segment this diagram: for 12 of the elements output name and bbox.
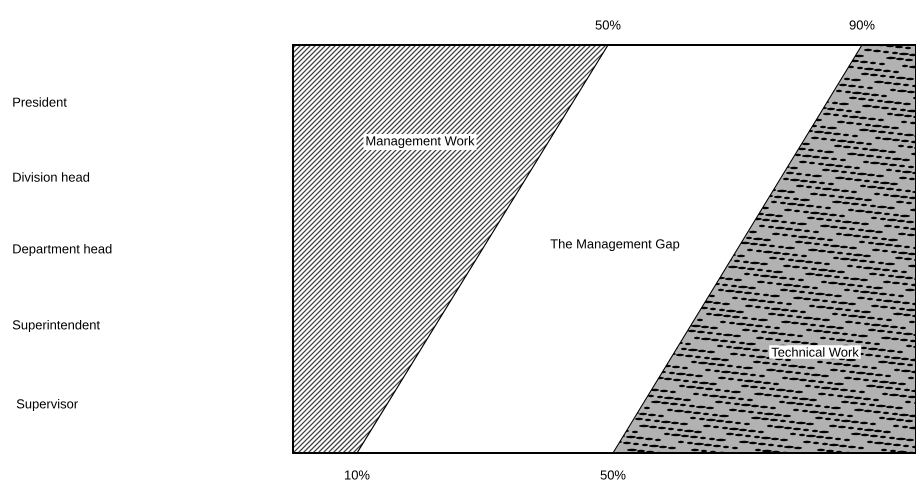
percent-label: 90% xyxy=(850,20,874,30)
level-label: Department head xyxy=(13,244,112,256)
region-label: Management Work xyxy=(366,136,475,148)
level-label: Superintendent xyxy=(12,320,100,332)
level-label: Supervisor xyxy=(16,398,78,412)
region-label: Technical Work xyxy=(772,347,859,357)
percent-label: 50% xyxy=(596,20,620,30)
region-label: The Management Gap xyxy=(550,238,680,252)
percent-label: 50% xyxy=(600,470,626,480)
level-label: Division head xyxy=(13,172,90,182)
level-label: President xyxy=(13,97,67,107)
percent-label: 10% xyxy=(345,470,370,480)
